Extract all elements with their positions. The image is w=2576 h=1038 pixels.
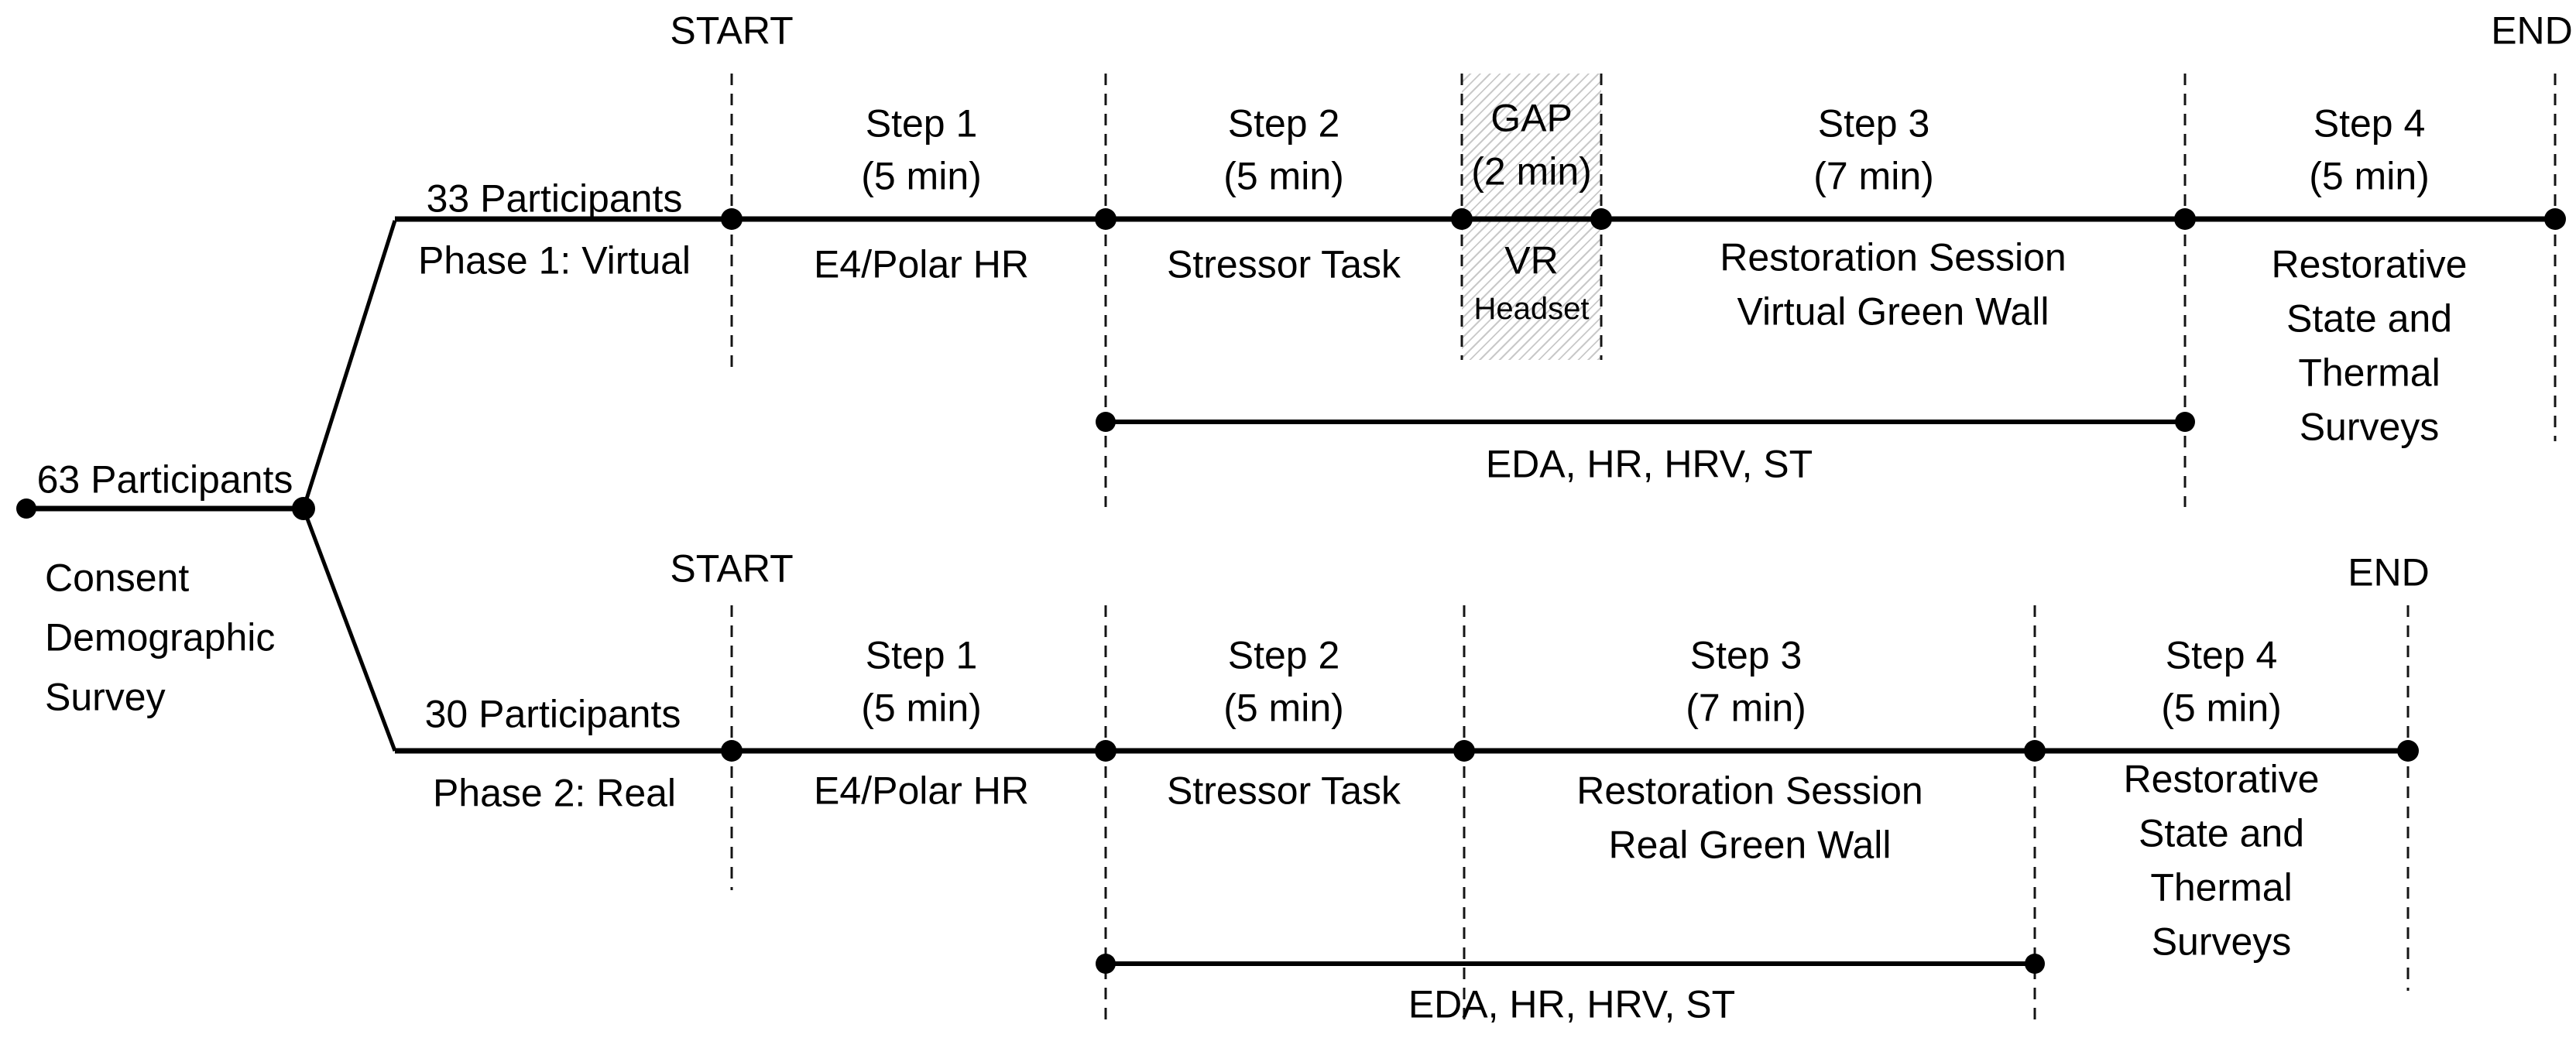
intake-branch bbox=[16, 220, 397, 752]
phase1-sensor-right-dot bbox=[2175, 412, 2195, 432]
phase2-sensor-left-dot bbox=[1096, 954, 1116, 974]
phase1-sensors-label: EDA, HR, HRV, ST bbox=[1485, 442, 1813, 486]
phase2-dot-step2-3 bbox=[1453, 740, 1475, 762]
phase1-gap-task: VR bbox=[1504, 238, 1559, 283]
phase2-step4-task-line2: State and bbox=[2138, 811, 2305, 855]
phase2-timeline bbox=[395, 605, 2419, 1020]
phase2-step4-task-line1: Restorative bbox=[2123, 757, 2320, 801]
phase2-step4-title: Step 4 bbox=[2165, 633, 2278, 677]
phase1-start-label: START bbox=[670, 9, 794, 53]
phase1-step1-title: Step 1 bbox=[865, 101, 978, 146]
phase2-start-dot bbox=[721, 740, 743, 762]
phase2-sensor-right-dot bbox=[2025, 954, 2045, 974]
phase2-step4-task-line4: Surveys bbox=[2151, 920, 2292, 964]
phase2-step3-task: Restoration Session bbox=[1576, 769, 1923, 813]
phase1-step4-duration: (5 min) bbox=[2309, 154, 2430, 198]
phase1-gap-duration: (2 min) bbox=[1471, 149, 1592, 194]
phase1-end-dot bbox=[2544, 208, 2566, 230]
phase2-end-dot bbox=[2397, 740, 2419, 762]
phase2-dot-step1-2 bbox=[1095, 740, 1116, 762]
phase1-dot-step3-4 bbox=[2174, 208, 2196, 230]
phase1-name-label: Phase 1: Virtual bbox=[417, 238, 691, 283]
phase2-step2-task: Stressor Task bbox=[1167, 769, 1401, 813]
phase1-step3-duration: (7 min) bbox=[1813, 154, 1934, 198]
phase1-step4-task-line3: Thermal bbox=[2298, 351, 2441, 395]
phase1-step2-duration: (5 min) bbox=[1223, 154, 1344, 198]
phase2-step4-duration: (5 min) bbox=[2161, 686, 2282, 730]
phase2-step2-title: Step 2 bbox=[1227, 633, 1340, 677]
phase1-start-dot bbox=[721, 208, 743, 230]
intake-line-consent: Consent bbox=[45, 556, 190, 600]
phase1-step3-task2: Virtual Green Wall bbox=[1737, 289, 2049, 334]
intake-line-demographic: Demographic bbox=[45, 615, 276, 659]
intake-start-dot bbox=[16, 498, 36, 519]
phase1-step4-task-line2: State and bbox=[2286, 296, 2453, 341]
phase2-step2-duration: (5 min) bbox=[1223, 686, 1344, 730]
phase2-sensors-label: EDA, HR, HRV, ST bbox=[1408, 982, 1736, 1026]
phase1-end-label: END bbox=[2491, 9, 2573, 53]
phase1-step3-task: Restoration Session bbox=[1720, 235, 2067, 279]
phase2-step3-task2: Real Green Wall bbox=[1608, 823, 1892, 867]
phase2-step1-title: Step 1 bbox=[865, 633, 978, 677]
phase2-start-label: START bbox=[670, 546, 794, 591]
phase1-timeline bbox=[395, 74, 2566, 507]
phase2-name-label: Phase 2: Real bbox=[432, 771, 677, 815]
phase2-step4-task-line3: Thermal bbox=[2150, 865, 2293, 910]
branch-upper-diagonal bbox=[301, 220, 397, 509]
phase2-dot-step3-4 bbox=[2024, 740, 2046, 762]
phase2-step1-duration: (5 min) bbox=[861, 686, 982, 730]
intake-line-survey: Survey bbox=[45, 675, 166, 719]
phase2-step3-title: Step 3 bbox=[1689, 633, 1803, 677]
phase1-dot-gap-right bbox=[1590, 208, 1612, 230]
phase1-step4-title: Step 4 bbox=[2313, 101, 2426, 146]
phase1-step2-task: Stressor Task bbox=[1167, 242, 1401, 286]
branch-lower-diagonal bbox=[301, 508, 397, 752]
phase1-dot-step1-2 bbox=[1095, 208, 1116, 230]
phase1-step2-title: Step 2 bbox=[1227, 101, 1340, 146]
phase1-step4-task-line1: Restorative bbox=[2271, 242, 2468, 286]
phase1-step1-duration: (5 min) bbox=[861, 154, 982, 198]
phase2-step1-task: E4/Polar HR bbox=[814, 769, 1029, 813]
phase1-sensor-left-dot bbox=[1096, 412, 1116, 432]
phase1-step4-task-line4: Surveys bbox=[2299, 405, 2440, 449]
intake-count-label: 63 Participants bbox=[36, 457, 293, 502]
phase1-gap-task2: Headset bbox=[1473, 292, 1590, 326]
phase1-count-label: 33 Participants bbox=[426, 176, 683, 221]
phase1-dot-gap-left bbox=[1451, 208, 1473, 230]
phase1-gap-title: GAP bbox=[1490, 96, 1573, 140]
phase2-count-label: 30 Participants bbox=[424, 692, 681, 736]
phase1-step1-task: E4/Polar HR bbox=[814, 242, 1029, 286]
phase1-step3-title: Step 3 bbox=[1817, 101, 1930, 146]
phase2-step3-duration: (7 min) bbox=[1686, 686, 1806, 730]
phase2-end-label: END bbox=[2348, 550, 2430, 594]
